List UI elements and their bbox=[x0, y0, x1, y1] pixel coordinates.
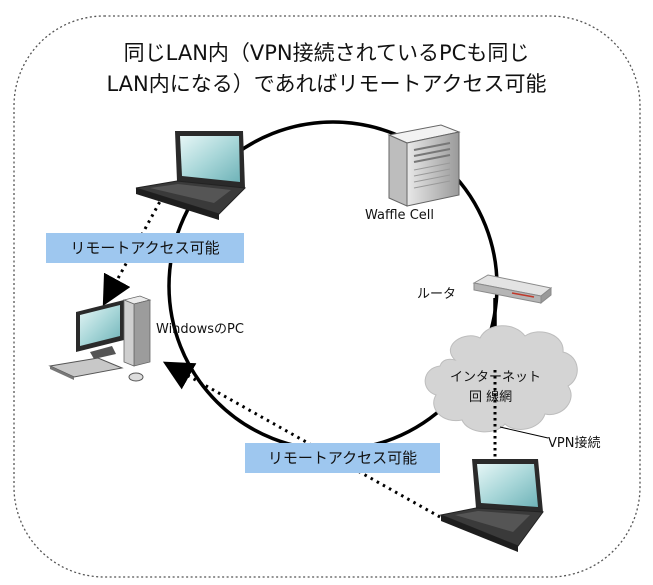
server-label: Waffle Cell bbox=[365, 208, 434, 223]
vpn-label: VPN接続 bbox=[548, 436, 601, 451]
internet-label-line2: 回 線網 bbox=[469, 390, 513, 405]
router-icon bbox=[472, 274, 553, 305]
windows-pc-label: WindowsのPC bbox=[156, 322, 244, 337]
lan-boundary-frame bbox=[13, 15, 641, 578]
remote-access-badge-bottom: リモートアクセス可能 bbox=[245, 443, 440, 473]
cloud-icon bbox=[424, 325, 578, 433]
diagram-title-line1: 同じLAN内（VPN接続されているPCも同じ bbox=[123, 41, 530, 65]
vpn-label-leader bbox=[499, 426, 549, 439]
diagram-title-line2: LAN内になる）であればリモートアクセス可能 bbox=[106, 72, 547, 96]
internet-label: インターネット bbox=[450, 370, 542, 385]
laptop-icon-top bbox=[135, 131, 247, 220]
laptop-icon-bottom bbox=[439, 459, 544, 552]
desktop-pc-icon bbox=[48, 295, 152, 382]
remote-access-arrow-top bbox=[102, 195, 165, 307]
server-tower-icon bbox=[387, 124, 461, 207]
router-label: ルータ bbox=[417, 287, 457, 302]
remote-access-arrow-bottom bbox=[162, 361, 441, 519]
remote-access-badge-top: リモートアクセス可能 bbox=[46, 233, 244, 263]
